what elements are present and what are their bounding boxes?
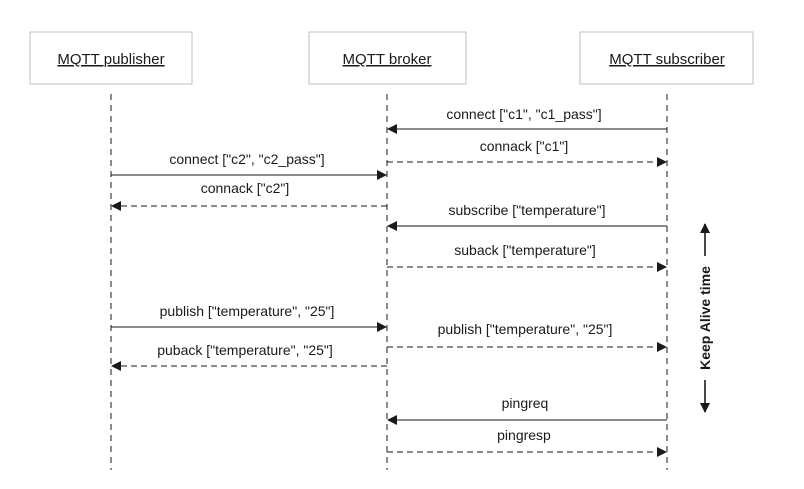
message-label: publish ["temperature", "25"]: [160, 303, 335, 319]
participant-publisher-label: MQTT publisher: [57, 51, 164, 68]
participant-subscriber: MQTT subscriber: [579, 31, 754, 85]
message-puback: puback ["temperature", "25"]: [111, 342, 387, 371]
message-subscribe: subscribe ["temperature"]: [387, 202, 667, 231]
message-label: connack ["c1"]: [480, 138, 569, 154]
participant-broker-label: MQTT broker: [343, 51, 432, 68]
message-connack-c1: connack ["c1"]: [387, 138, 667, 167]
message-label: connack ["c2"]: [201, 180, 290, 196]
message-suback: suback ["temperature"]: [387, 242, 667, 272]
message-pingresp: pingresp: [387, 427, 667, 457]
participant-subscriber-label: MQTT subscriber: [609, 51, 725, 68]
message-publish-to-subscriber: publish ["temperature", "25"]: [387, 321, 667, 352]
keep-alive-label: Keep Alive time: [697, 266, 713, 370]
message-connack-c2: connack ["c2"]: [111, 180, 387, 211]
participant-broker: MQTT broker: [308, 31, 467, 85]
message-label: publish ["temperature", "25"]: [438, 321, 613, 337]
message-label: pingreq: [502, 395, 549, 411]
message-connect-c1: connect ["c1", "c1_pass"]: [387, 106, 667, 134]
message-label: suback ["temperature"]: [454, 242, 595, 258]
message-connect-c2: connect ["c2", "c2_pass"]: [111, 151, 387, 180]
message-publish-to-broker: publish ["temperature", "25"]: [111, 303, 387, 332]
message-pingreq: pingreq: [387, 395, 667, 425]
message-label: puback ["temperature", "25"]: [157, 342, 333, 358]
message-label: pingresp: [497, 427, 551, 443]
participant-publisher: MQTT publisher: [29, 31, 193, 85]
message-label: connect ["c2", "c2_pass"]: [169, 151, 324, 167]
keep-alive-indicator: Keep Alive time: [697, 223, 713, 413]
message-label: connect ["c1", "c1_pass"]: [446, 106, 601, 122]
message-label: subscribe ["temperature"]: [448, 202, 605, 218]
